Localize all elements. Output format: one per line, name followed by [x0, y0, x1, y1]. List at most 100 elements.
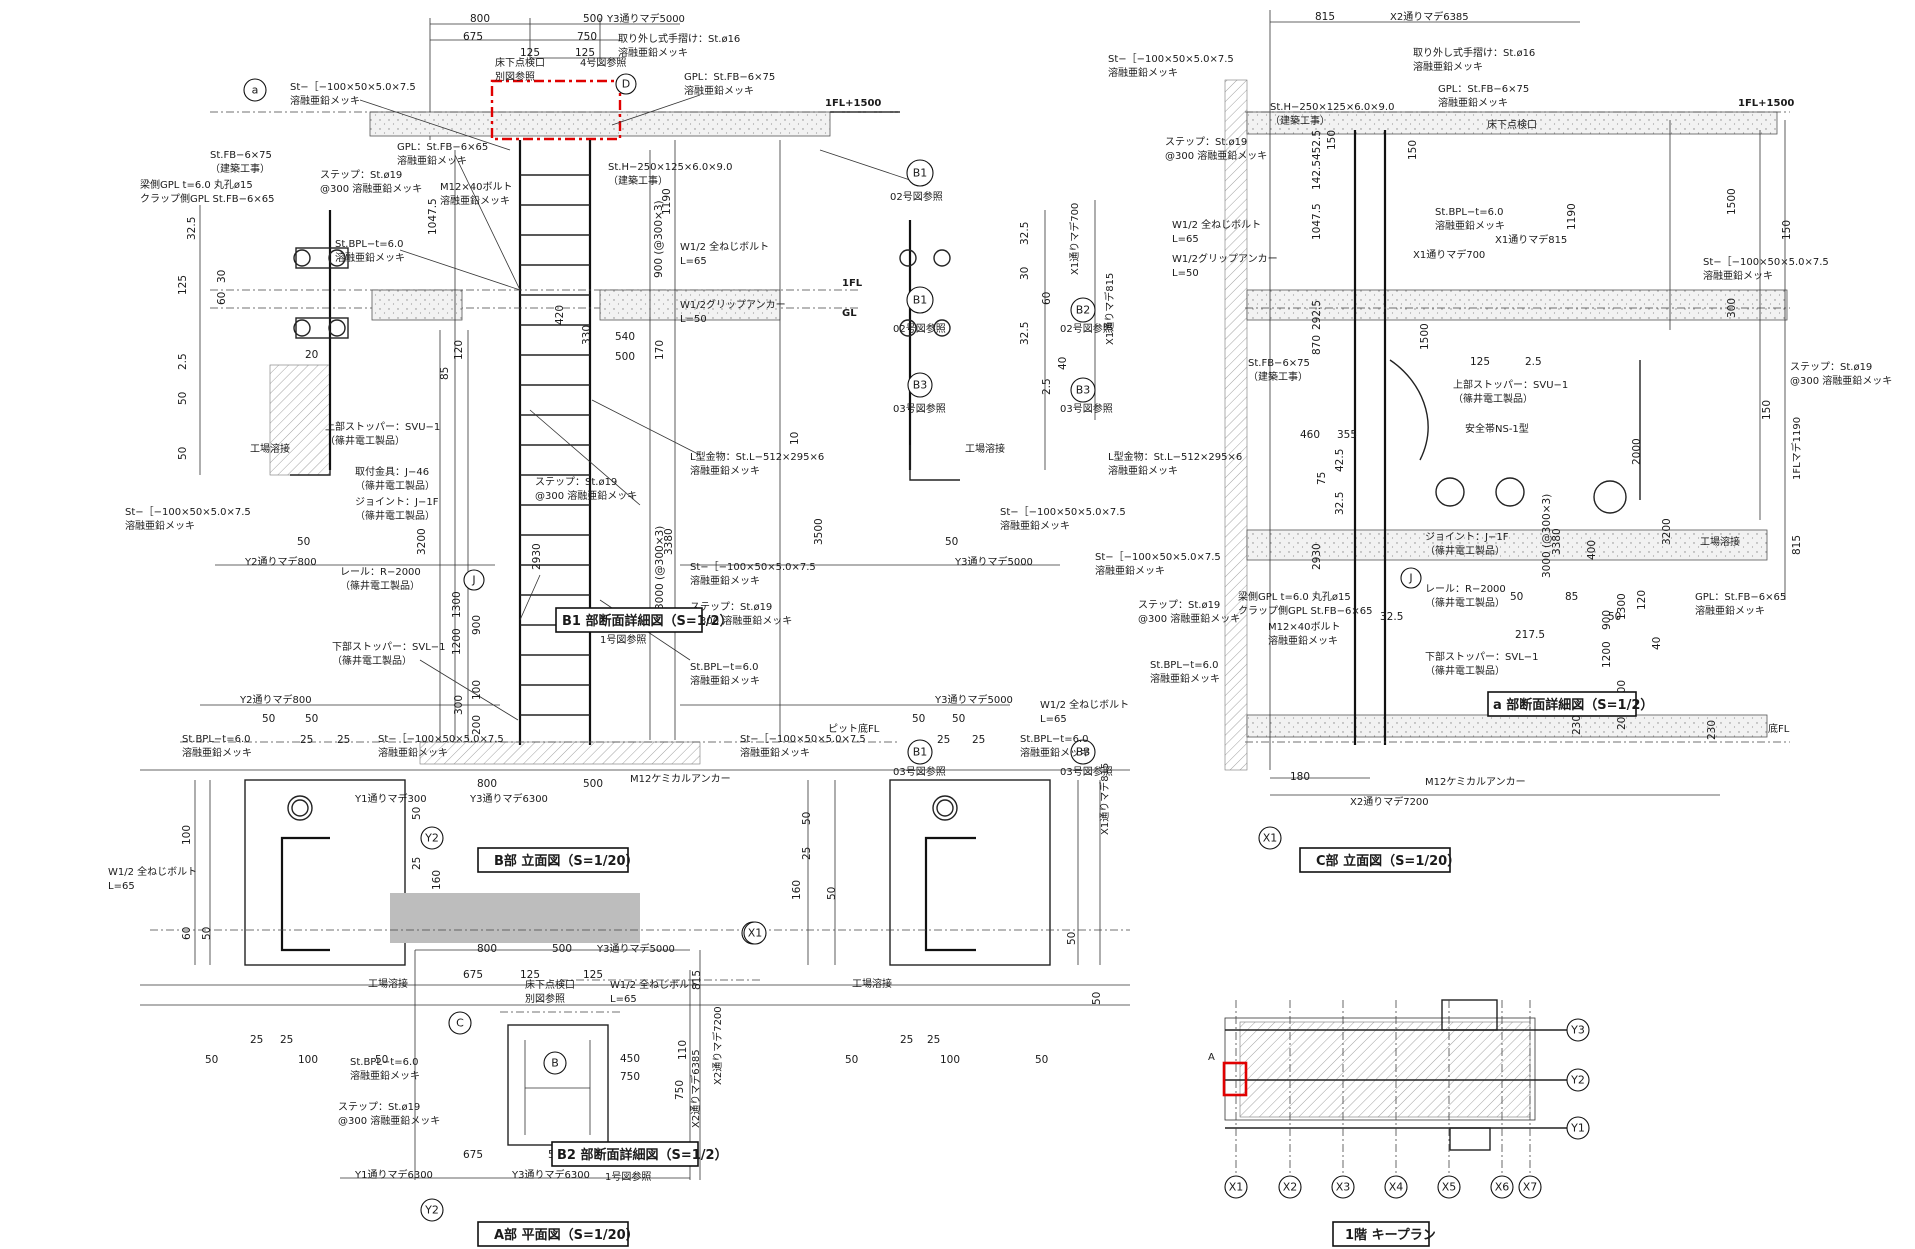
dim: 125 [1470, 356, 1490, 368]
ref-text: Y3通りマデ5000 [934, 693, 1013, 706]
dim: 2.5 [1041, 378, 1053, 395]
title-a-plan: A部 平面図（S=1/20） [477, 1221, 639, 1247]
bubble-j: J [471, 574, 475, 587]
fb-label: St.FB−6×75 [210, 150, 272, 161]
bolt-label: L=65 [1040, 714, 1067, 725]
ref-text: Y1通りマデ300 [354, 792, 427, 805]
anchor-label: L=50 [680, 314, 707, 325]
dim: 50 [1608, 611, 1621, 623]
galv-label: 溶融亜鉛メッキ [1108, 66, 1178, 79]
dim: 125 [575, 47, 595, 59]
anchor-label: M12ケミカルアンカー [1425, 776, 1526, 788]
ref-text: Y3通りマデ5000 [606, 12, 685, 25]
maker-label: （篠井電工製品） [355, 479, 435, 492]
ladder-rungs [520, 174, 590, 716]
dim: 800 [477, 778, 497, 790]
dim: 60 [181, 927, 193, 940]
dim: 25 [937, 734, 950, 746]
gpl-label: GPL：St.FB−6×75 [684, 72, 775, 83]
dim: 1300 [451, 591, 463, 618]
dim: 150 [1407, 140, 1419, 160]
gpl-label: GPL：St.FB−6×75 [1438, 84, 1529, 95]
plate-label: 梁側GPL t=6.0 丸孔ø15 [140, 178, 253, 191]
galv-label: 溶融亜鉛メッキ [1695, 604, 1765, 617]
bubble-c: C [456, 1017, 464, 1030]
key-grid-bubble [1566, 1116, 1590, 1140]
key-grid-label: Y3 [1570, 1024, 1585, 1037]
dim: 750 [620, 1071, 640, 1083]
dim: 100 [940, 1054, 960, 1066]
galv-label: 溶融亜鉛メッキ [1438, 96, 1508, 109]
channel-label: 溶融亜鉛メッキ [1000, 519, 1070, 532]
b1-section-labels: 800 500 675 750 125 125 Y3通りマデ5000 取り外し式… [125, 12, 1126, 785]
dim: 25 [337, 734, 350, 746]
dim: 125 [520, 47, 540, 59]
dim: 30 [1019, 267, 1031, 280]
title-key-plan: 1階 キープラン [1332, 1221, 1436, 1247]
bolt-label: 溶融亜鉛メッキ [1268, 634, 1338, 647]
beam-label: St.H−250×125×6.0×9.0 [608, 162, 732, 173]
anchor-label: W1/2 全ねじボルト [680, 240, 769, 253]
grid-x1-b: X1 [748, 927, 763, 940]
channel-label: St−［−100×50×5.0×7.5 [690, 561, 816, 573]
bubble-ref: 03号図参照 [893, 402, 946, 415]
bolt-group-right [899, 249, 951, 337]
dim: 50 [1510, 591, 1523, 603]
ref-text: X2通りマデ7200 [1350, 795, 1429, 808]
galv-label: 溶融亜鉛メッキ [618, 46, 688, 59]
anchor-label: W1/2 全ねじボルト [1172, 218, 1261, 231]
dim: 50 [205, 1054, 218, 1066]
dim: 50 [411, 807, 423, 820]
level-label: 1FL+1500 [1738, 98, 1794, 109]
maker-label: （篠井電工製品） [355, 509, 435, 522]
key-grid-label: Y2 [1570, 1074, 1585, 1087]
weld-label: 工場溶接 [250, 442, 290, 455]
key-grid-bubble [1566, 1018, 1590, 1042]
dim: 50 [262, 713, 275, 725]
dim: 900 (@300×3) [653, 200, 665, 278]
bubble-b3: B3 [1076, 746, 1091, 759]
dim: 452.5 [1311, 130, 1323, 160]
dim: 1190 [1566, 203, 1578, 230]
channel-label: St−［−100×50×5.0×7.5 [378, 733, 504, 745]
level-label: ピット底FL [828, 722, 880, 735]
dim: 3000 (@300×3) [654, 526, 666, 610]
dim: 3000 (@300×3) [1541, 494, 1553, 578]
bubble-d: D [622, 78, 630, 91]
b-elevation-labels: Y2通りマデ800 Y3通りマデ5000 St.BPL−t=6.0 溶融亜鉛メッ… [108, 693, 1129, 1005]
dim: 50 [1066, 932, 1078, 945]
dim: 32.5 [1380, 611, 1403, 623]
level-label: 1FL+1500 [825, 98, 881, 109]
dim: 25 [280, 1034, 293, 1046]
dim: 3380 [663, 528, 675, 555]
dim: 50 [177, 447, 189, 460]
highlight-box-b1 [490, 79, 622, 141]
dim: 230 [1706, 720, 1718, 740]
fb-label: St.FB−6×75 [1248, 358, 1310, 369]
dim: 100 [298, 1054, 318, 1066]
ref-text: Y3通りマデ6300 [469, 792, 548, 805]
step-label: @300 溶融亜鉛メッキ [690, 614, 792, 627]
handrail-label: 取り外し式手摺け：St.ø16 [618, 32, 740, 45]
dim: 150 [1781, 220, 1793, 240]
hatch-label: 別図参照 [495, 70, 535, 83]
ref-text: X2通りマデ6385 [689, 1049, 702, 1128]
bubble-ref: 02号図参照 [1060, 322, 1113, 335]
title-b2-section: B2 部断面詳細図（S=1/2） 1号図参照 [551, 1141, 728, 1183]
step-label: @300 溶融亜鉛メッキ [320, 182, 422, 195]
bubble-ref: 03号図参照 [1060, 765, 1113, 778]
title-ref: 1号図参照 [605, 1170, 651, 1183]
dim: 85 [1565, 591, 1578, 603]
key-grid-bubble [1437, 1175, 1461, 1199]
dim: 800 [470, 13, 490, 25]
maker-label: （篠井電工製品） [1453, 392, 1533, 405]
dim: 3200 [416, 528, 428, 555]
channel-label: St−［−100×50×5.0×7.5 [740, 733, 866, 745]
key-grid-label: X5 [1442, 1181, 1457, 1194]
dim: 500 [583, 13, 603, 25]
dim: 750 [674, 1080, 686, 1100]
key-grid-label: Y1 [1570, 1122, 1585, 1135]
step-label: ステップ：St.ø19 [1790, 361, 1872, 373]
channel-label: St−［−100×50×5.0×7.5 [1095, 551, 1221, 563]
key-grid-bubble [1278, 1175, 1302, 1199]
